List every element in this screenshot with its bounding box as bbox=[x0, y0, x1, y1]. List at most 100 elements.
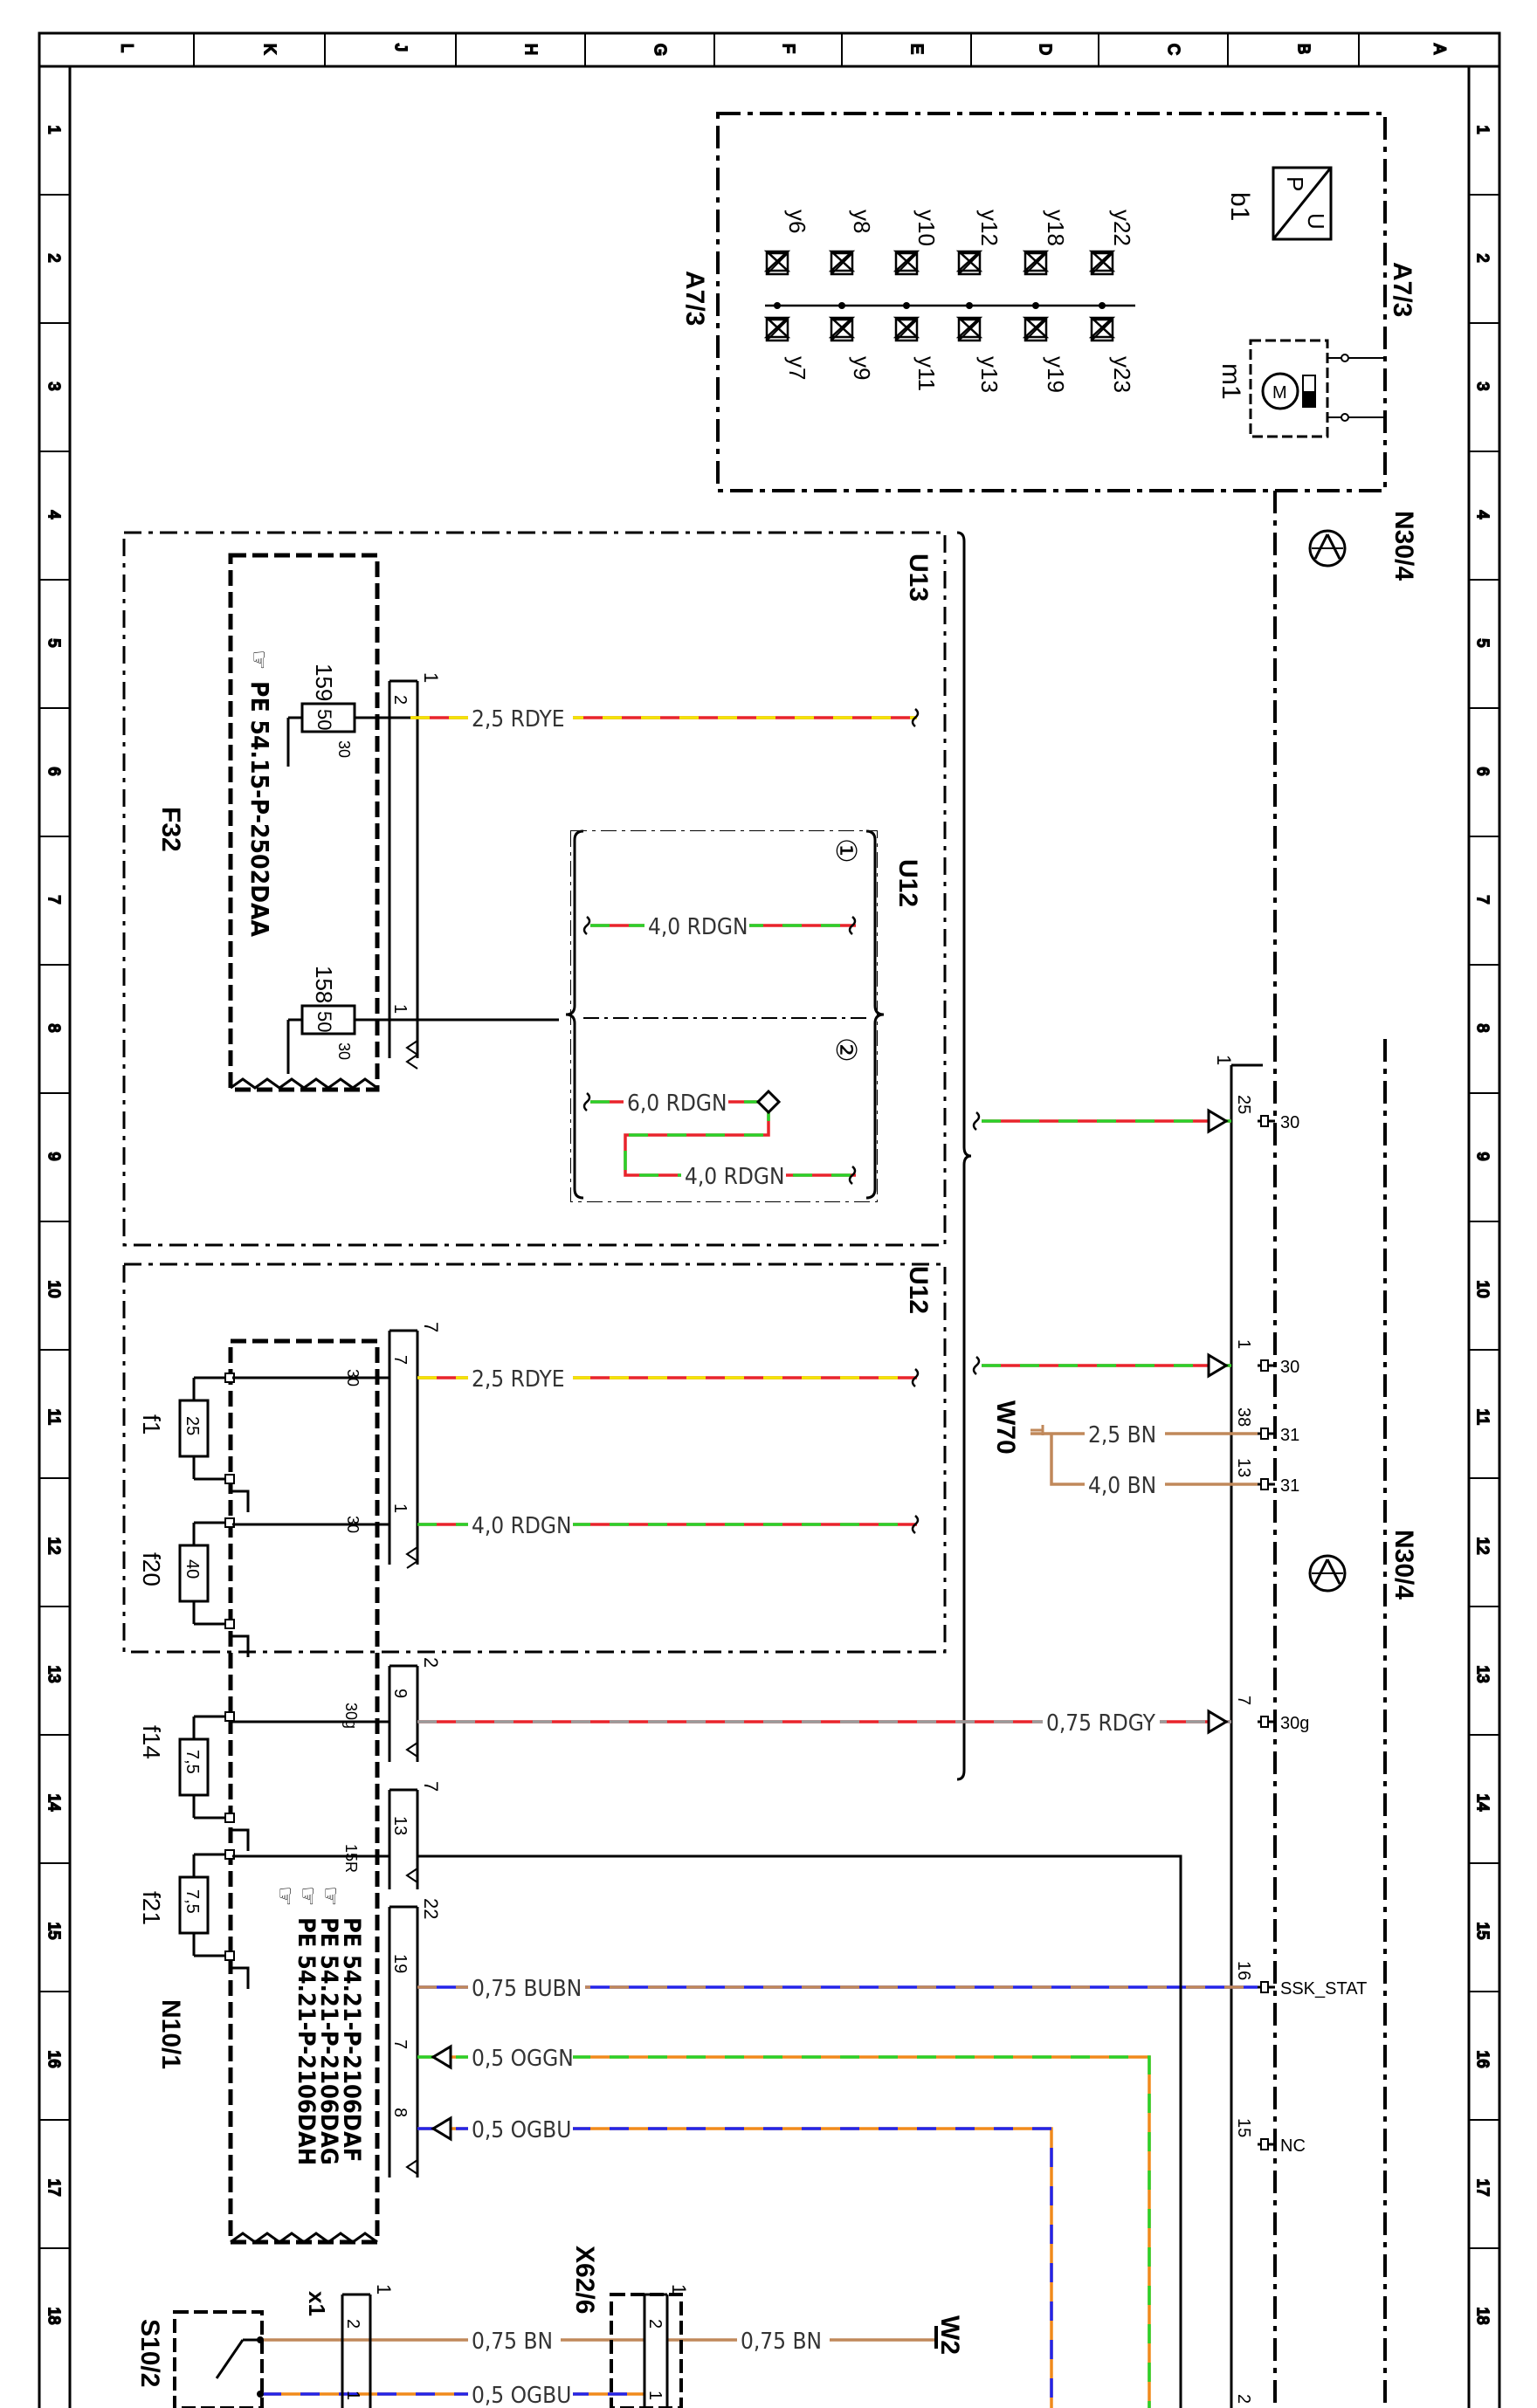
row-number: 3 bbox=[45, 382, 63, 391]
wire-w-rdye-top: 2,5 RDYE bbox=[410, 706, 917, 733]
n10-c3-id: 7 bbox=[420, 1781, 442, 1792]
n30-pin-terminal: 30 bbox=[1280, 1358, 1299, 1377]
s10-2-label: S10/2 bbox=[135, 2319, 164, 2387]
u12-group: U12 ① ② bbox=[565, 829, 922, 1202]
u12-variant-2: ② bbox=[831, 1037, 862, 1063]
x62-pin1: 1 bbox=[645, 2391, 665, 2400]
column-letter: C bbox=[1165, 44, 1182, 55]
note-icon: ☞ bbox=[246, 650, 272, 670]
wire-label: 6,0 RDGN bbox=[627, 1090, 727, 1117]
valve-pair bbox=[955, 250, 983, 342]
x1-pin1: 1 bbox=[343, 2391, 362, 2400]
valve-pair bbox=[1022, 250, 1050, 342]
valve-pair bbox=[763, 250, 791, 342]
fuse-159-rating: 50 bbox=[314, 709, 335, 730]
x62-pin2: 2 bbox=[645, 2319, 665, 2329]
wire-label: 2,5 BN bbox=[1088, 1422, 1156, 1448]
f32-label: F32 bbox=[156, 807, 185, 852]
wire-w-ogbu-x1: 0,5 OGBU bbox=[262, 2383, 644, 2408]
n10-c1-id: 7 bbox=[420, 1322, 442, 1332]
wire-label: 4,0 RDGN bbox=[472, 1513, 572, 1539]
wire-group: 2,5 RDYE 4,0 RDGN 6,0 RDGN 4,0 RDGN 2,5 RDYE… bbox=[232, 706, 1258, 2408]
continuation-icon bbox=[911, 1368, 920, 1387]
column-letter: B bbox=[1295, 44, 1313, 54]
n10-c2-id: 2 bbox=[420, 1657, 442, 1668]
row-number: 13 bbox=[45, 1666, 63, 1683]
drawing-frame bbox=[38, 31, 1501, 2408]
n10-connector-7b: 7 13 15R bbox=[342, 1781, 442, 1889]
n30-pin-terminal: 31 bbox=[1280, 1426, 1299, 1445]
wire-w-bn-1: 2,5 BN bbox=[1030, 1422, 1258, 1449]
fuse-158-term: 30 bbox=[335, 1042, 353, 1060]
a7-3-label-left: A7/3 bbox=[680, 271, 709, 326]
wire-w-u12-1: 4,0 RDGN bbox=[590, 914, 856, 941]
valve-label-bottom: y7 bbox=[784, 356, 810, 380]
wire-label: 0,75 BN bbox=[472, 2329, 553, 2355]
continuation-icon bbox=[582, 1092, 591, 1111]
n10-c2-term: 30g bbox=[342, 1703, 360, 1729]
u13-box: U13 bbox=[904, 531, 972, 1781]
row-number: 15 bbox=[1474, 1923, 1492, 1940]
fuse-158: 50 158 30 bbox=[286, 966, 410, 1074]
f21-label: f21 bbox=[138, 1891, 165, 1925]
column-letter: G bbox=[651, 44, 669, 56]
x1-connector-id: 1 bbox=[373, 2284, 395, 2294]
n10-connector-2: 2 9 30g bbox=[342, 1657, 442, 1762]
n10-fuse-group bbox=[178, 1373, 250, 1989]
x62-6-label: X62/6 bbox=[570, 2246, 599, 2314]
column-letter: D bbox=[1037, 44, 1054, 55]
w70-harness: W70 bbox=[991, 1400, 1044, 1455]
column-letter: J bbox=[392, 44, 410, 52]
wire-label: 0,5 OGGN bbox=[472, 2046, 574, 2072]
row-number: 17 bbox=[45, 2179, 63, 2197]
n30-pin-terminal: NC bbox=[1280, 2136, 1306, 2156]
row-number: 12 bbox=[45, 1538, 63, 1555]
f32-connector: 1 2 1 bbox=[388, 672, 442, 1070]
valve-label-top: y22 bbox=[1109, 210, 1135, 246]
fuse bbox=[178, 1517, 250, 1657]
row-number: 14 bbox=[45, 1794, 63, 1812]
continuation-icon bbox=[848, 1166, 857, 1185]
n10-c1-pin1: 1 bbox=[390, 1503, 410, 1513]
valve-label-bottom: y23 bbox=[1109, 356, 1135, 393]
arrow-icon bbox=[1207, 1709, 1229, 1735]
control-unit-icon bbox=[1308, 529, 1347, 568]
row-number: 7 bbox=[45, 896, 63, 905]
row-number: 4 bbox=[45, 511, 63, 519]
svg-text:☞: ☞ bbox=[295, 1886, 321, 1906]
n10-c3-term: 15R bbox=[342, 1844, 360, 1873]
n10-1-ref-3: PE 54.21-P-2106DAH bbox=[293, 1917, 320, 2165]
f20-id: f20 bbox=[138, 1552, 165, 1586]
wire-w-bn-2: 4,0 BN bbox=[1050, 1434, 1258, 1500]
wire-label: 2,5 RDYE bbox=[472, 1366, 565, 1393]
f1-id: f1 bbox=[138, 1414, 165, 1434]
u12-lower-box: U12 bbox=[122, 1262, 947, 1654]
continuation-icon bbox=[972, 1111, 981, 1131]
f32-fuse-box: F32 ☞ PE 54.15-P-2502DAA 50 159 30 50 15… bbox=[122, 531, 947, 1247]
fuse-159: 50 159 30 bbox=[286, 664, 410, 767]
x62-connector-id: 1 bbox=[668, 2284, 690, 2294]
arrow-icon bbox=[431, 2116, 452, 2142]
row-number: 1 bbox=[45, 126, 63, 134]
wire-15r bbox=[417, 1854, 1182, 2408]
n10-c1-pin7: 7 bbox=[390, 1355, 410, 1365]
row-number: 3 bbox=[1474, 382, 1492, 391]
wire-w-bn-w2: 0,75 BN bbox=[667, 2329, 936, 2356]
fuse-158-id: 158 bbox=[311, 966, 337, 1003]
row-number: 6 bbox=[45, 767, 63, 776]
valve-pair bbox=[828, 250, 856, 342]
fuse-158-rating: 50 bbox=[314, 1011, 335, 1032]
column-letter: H bbox=[522, 44, 540, 55]
row-number: 14 bbox=[1474, 1794, 1492, 1812]
n30-4-label-lower: N30/4 bbox=[1389, 1530, 1418, 1600]
wire-label: 4,0 RDGN bbox=[685, 1164, 785, 1190]
f32-pin-upper: 2 bbox=[390, 695, 410, 705]
row-number: 6 bbox=[1474, 767, 1492, 776]
continuation-icon bbox=[582, 916, 591, 935]
wire-label: 4,0 BN bbox=[1088, 1473, 1156, 1499]
w70-label: W70 bbox=[991, 1400, 1020, 1455]
wire-label: 0,5 OGBU bbox=[472, 2117, 571, 2143]
